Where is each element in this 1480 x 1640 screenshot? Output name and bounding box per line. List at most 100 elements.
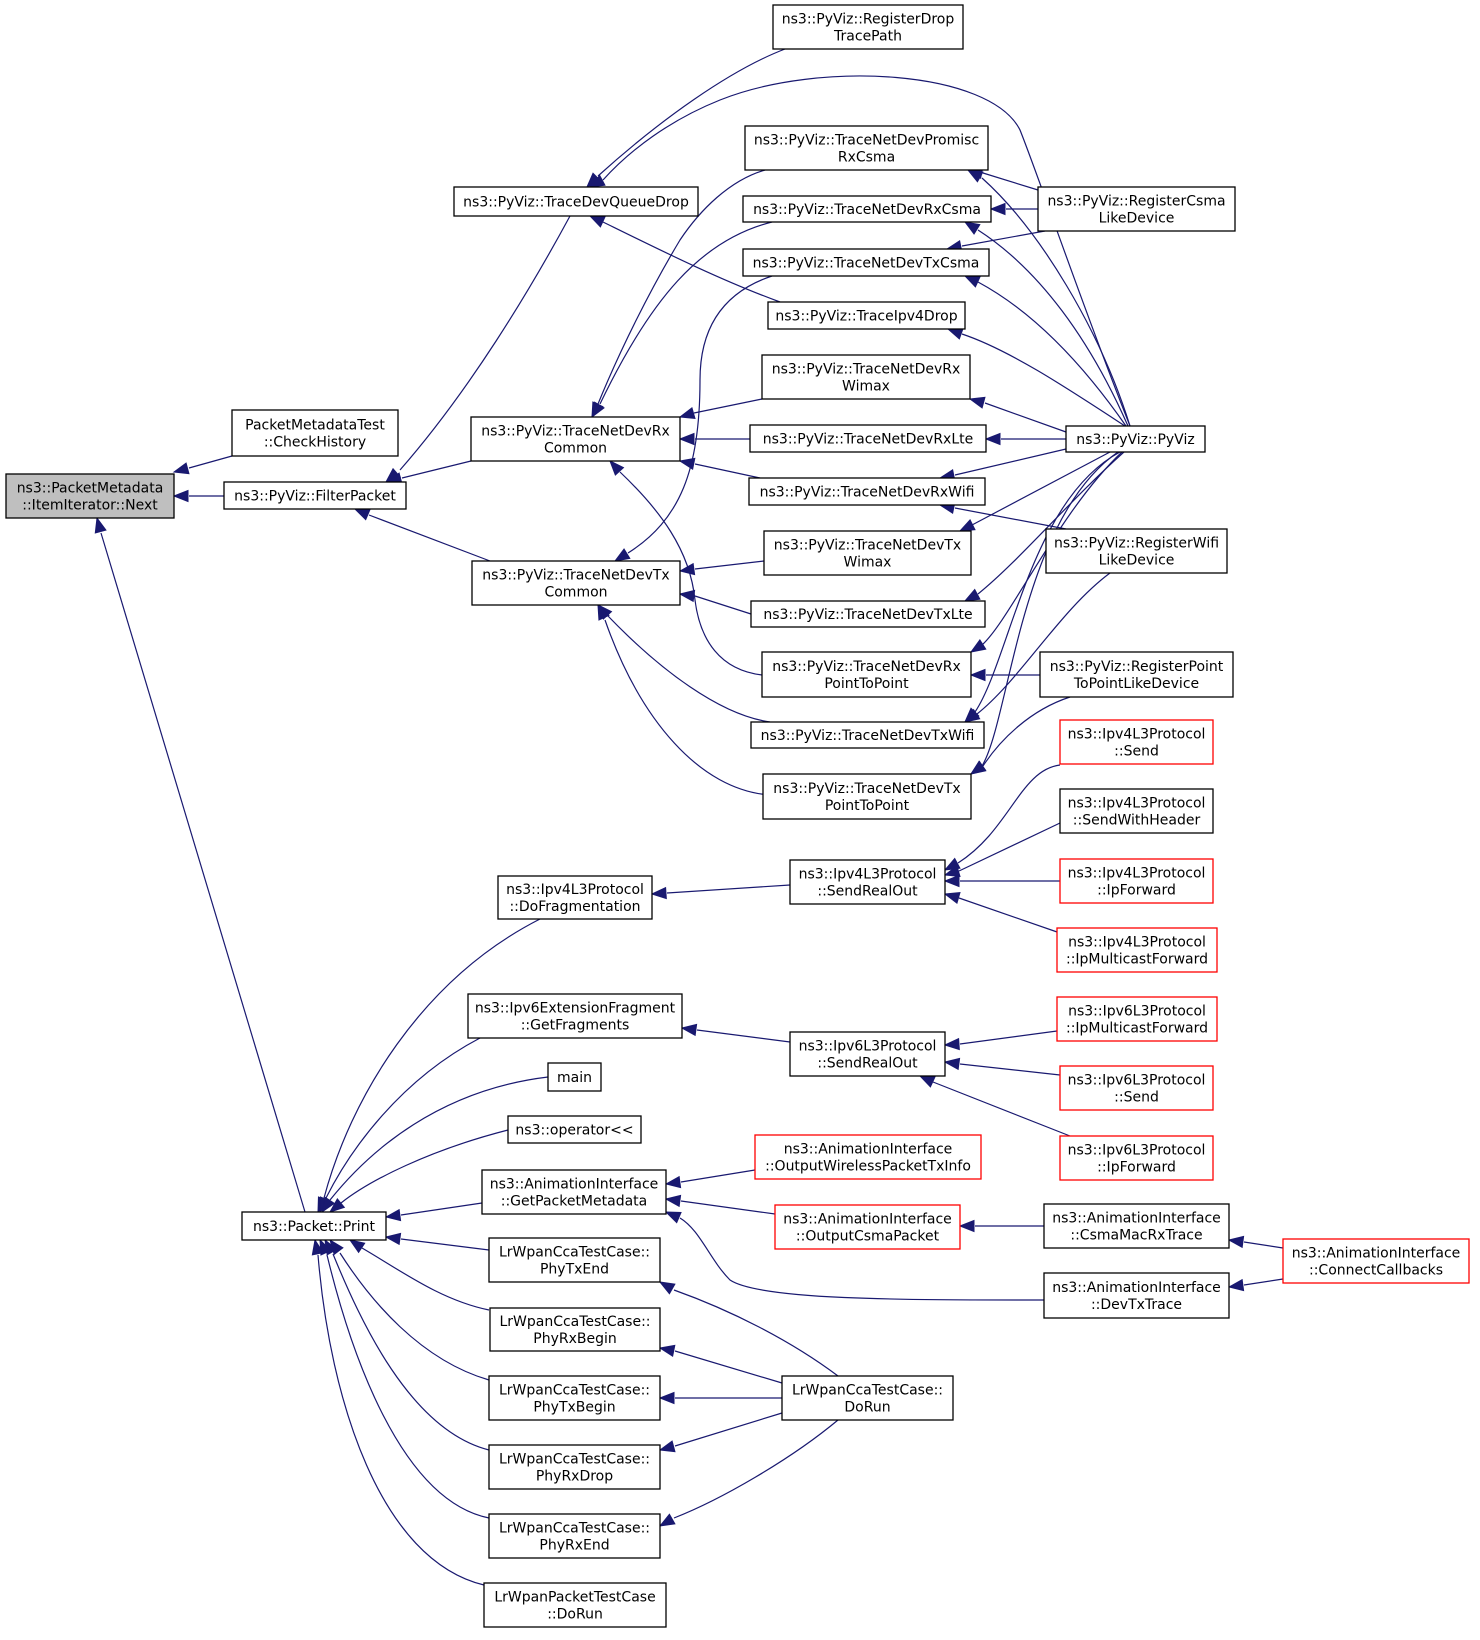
node-box [742, 248, 990, 277]
edge-arrowhead [966, 169, 984, 183]
node-pyviz[interactable]: ns3::PyViz::PyViz [1065, 425, 1206, 453]
node-phyrxdrop[interactable]: LrWpanCcaTestCase::PhyRxDrop [488, 1444, 661, 1490]
edge-arrowhead [384, 1208, 402, 1222]
node-label-line: ns3::AnimationInterface [1052, 1211, 1221, 1227]
node-v4sendrealout[interactable]: ns3::Ipv4L3Protocol::SendRealOut [789, 859, 946, 905]
edge-arrowhead [943, 1037, 960, 1051]
node-box [763, 530, 972, 576]
edge-v6mcast-to-v6sendrealout [943, 1030, 1058, 1051]
edge-tracetxcommon-to-filterpacket [353, 508, 491, 562]
node-label-line: ::IpMulticastForward [1066, 1021, 1208, 1037]
node-rxwifi[interactable]: ns3::PyViz::TraceNetDevRxWifi [748, 477, 986, 506]
node-registerp2p[interactable]: ns3::PyViz::RegisterPointToPointLikeDevi… [1039, 651, 1234, 698]
node-txlte[interactable]: ns3::PyViz::TraceNetDevTxLte [750, 600, 986, 628]
node-v6mcast[interactable]: ns3::Ipv6L3Protocol::IpMulticastForward [1056, 996, 1218, 1042]
edge-registerp2p-to-rxp2p [969, 668, 1040, 682]
edge-line [977, 229, 1129, 427]
edge-line [400, 1238, 490, 1251]
edge-arrowhead [678, 562, 696, 576]
node-packetprint[interactable]: ns3::Packet::Print [241, 1211, 387, 1241]
node-box [241, 1211, 387, 1241]
node-filterpacket[interactable]: ns3::PyViz::FilterPacket [223, 481, 407, 510]
node-v6sendrealout[interactable]: ns3::Ipv6L3Protocol::SendRealOut [789, 1031, 946, 1077]
node-label-line: TracePath [833, 29, 902, 45]
node-label-line: PointToPoint [824, 676, 909, 692]
node-label-line: LrWpanCcaTestCase:: [499, 1383, 650, 1399]
node-csmamacrx[interactable]: ns3::AnimationInterface::CsmaMacRxTrace [1043, 1203, 1230, 1249]
node-label-line: ::IpForward [1097, 883, 1176, 899]
node-connectcb[interactable]: ns3::AnimationInterface::ConnectCallback… [1282, 1238, 1470, 1284]
edge-registercsma-to-rxcsma [989, 202, 1038, 216]
node-label-line: ::OutputWirelessPacketTxInfo [765, 1159, 971, 1175]
node-label-line: ns3::PyViz::TraceNetDevTxWifi [761, 728, 975, 744]
node-label-line: Wimax [844, 555, 892, 571]
node-rxlte[interactable]: ns3::PyViz::TraceNetDevRxLte [749, 424, 987, 453]
node-txcsma[interactable]: ns3::PyViz::TraceNetDevTxCsma [742, 248, 990, 277]
node-ccadorun[interactable]: LrWpanCcaTestCase::DoRun [781, 1375, 954, 1421]
node-phytxbegin[interactable]: LrWpanCcaTestCase::PhyTxBegin [488, 1375, 661, 1421]
node-label-line: PhyTxEnd [540, 1262, 609, 1278]
node-label-line: ns3::Ipv4L3Protocol [1068, 866, 1206, 882]
node-v4ipfwd[interactable]: ns3::Ipv4L3Protocol::IpForward [1059, 858, 1214, 904]
node-lrpktdorun[interactable]: LrWpanPacketTestCase::DoRun [483, 1582, 667, 1628]
edge-checkhistory-to-next [172, 455, 233, 475]
node-box [231, 409, 399, 457]
edge-arrowhead [658, 1281, 676, 1295]
node-getfrags[interactable]: ns3::Ipv6ExtensionFragment::GetFragments [467, 993, 683, 1039]
node-box [742, 195, 992, 223]
node-wirelesstx[interactable]: ns3::AnimationInterface::OutputWirelessP… [754, 1134, 982, 1180]
node-checkhistory[interactable]: PacketMetadataTest::CheckHistory [231, 409, 399, 457]
edge-arrowhead [918, 1075, 936, 1088]
edge-getfrags-to-packetprint [319, 1037, 481, 1214]
node-next[interactable]: ns3::PacketMetadata::ItemIterator::Next [5, 473, 175, 519]
node-v4send[interactable]: ns3::Ipv4L3Protocol::Send [1059, 719, 1214, 765]
node-txwifi[interactable]: ns3::PyViz::TraceNetDevTxWifi [750, 721, 985, 749]
node-phyrxend[interactable]: LrWpanCcaTestCase::PhyRxEnd [488, 1513, 661, 1559]
node-ipv4drop[interactable]: ns3::PyViz::TraceIpv4Drop [767, 301, 966, 330]
node-dofrag[interactable]: ns3::Ipv4L3Protocol::DoFragmentation [497, 875, 653, 920]
node-label-line: PhyRxEnd [539, 1538, 609, 1554]
edge-packetprint-to-next [94, 516, 306, 1213]
node-v6send[interactable]: ns3::Ipv6L3Protocol::Send [1059, 1065, 1214, 1111]
node-phyrxbegin[interactable]: LrWpanCcaTestCase::PhyRxBegin [489, 1307, 661, 1352]
node-label-line: LrWpanCcaTestCase:: [499, 1521, 650, 1537]
edge-line [984, 402, 1067, 433]
edge-arrowhead [591, 401, 605, 419]
node-main[interactable]: main [547, 1062, 602, 1092]
node-phytxend[interactable]: LrWpanCcaTestCase::PhyTxEnd [488, 1237, 661, 1283]
node-v6ipfwd[interactable]: ns3::Ipv6L3Protocol::IpForward [1059, 1135, 1214, 1181]
node-tracedevqueuedrop[interactable]: ns3::PyViz::TraceDevQueueDrop [453, 186, 699, 217]
edge-line [961, 333, 1126, 427]
node-label-line: ::OutputCsmaPacket [796, 1229, 940, 1245]
node-v4sendhdr[interactable]: ns3::Ipv4L3Protocol::SendWithHeader [1059, 788, 1214, 834]
node-oplt[interactable]: ns3::operator<< [507, 1115, 642, 1144]
node-devtxtrace[interactable]: ns3::AnimationInterface::DevTxTrace [1043, 1272, 1230, 1319]
node-v4mcast[interactable]: ns3::Ipv4L3Protocol::IpMulticastForward [1056, 927, 1218, 973]
node-getpktmeta[interactable]: ns3::AnimationInterface::GetPacketMetada… [481, 1169, 667, 1215]
node-box [223, 481, 407, 510]
edge-txcsma-to-tracetxcommon [613, 275, 773, 562]
edge-registerp2p-to-txp2p [969, 696, 1071, 775]
edge-connectcb-to-devtxtrace [1227, 1278, 1284, 1292]
edge-arrowhead [1227, 1235, 1245, 1249]
node-label-line: ::GetPacketMetadata [501, 1194, 647, 1210]
node-csmapacket[interactable]: ns3::AnimationInterface::OutputCsmaPacke… [774, 1204, 961, 1250]
edge-arrowhead [588, 174, 606, 188]
node-label-line: ns3::PacketMetadata [17, 481, 164, 497]
node-label-line: LrWpanCcaTestCase:: [499, 1245, 650, 1261]
node-rxcsma[interactable]: ns3::PyViz::TraceNetDevRxCsma [742, 195, 992, 223]
edge-line [323, 918, 541, 1199]
edge-line [317, 1254, 485, 1586]
edges-layer [94, 48, 1284, 1586]
edge-line [673, 1289, 839, 1377]
